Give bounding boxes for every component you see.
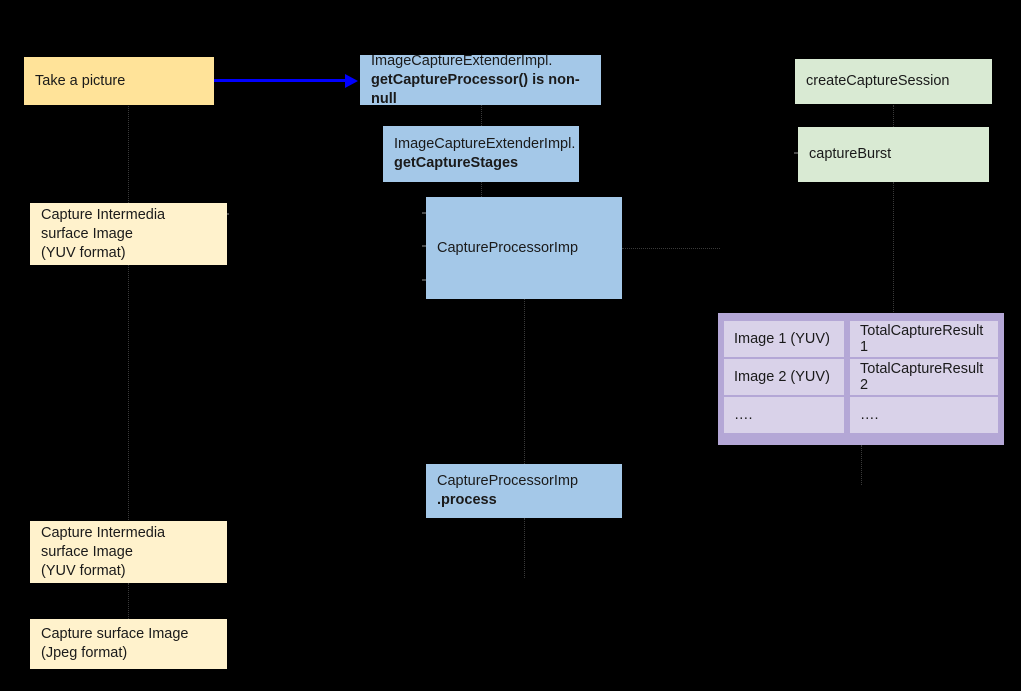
node-get-capture-processor-label: ImageCaptureExtenderImpl.getCaptureProce…	[371, 52, 580, 107]
edge-tick-processor-left-3	[422, 279, 428, 281]
connector-intermedia-bottom-down	[128, 583, 130, 619]
table-cell-result-more-label: ….	[860, 407, 879, 423]
table-row-image-2[interactable]: Image 2 (YUV)	[724, 359, 844, 395]
node-capture-surface-image-jpeg[interactable]: Capture surface Image(Jpeg format)	[30, 619, 227, 669]
node-capture-processor-imp[interactable]: CaptureProcessorImp	[426, 197, 622, 299]
table-row-result-2[interactable]: TotalCaptureResult 2	[850, 359, 998, 395]
node-capture-processor-imp-process[interactable]: CaptureProcessorImp.process	[426, 464, 622, 518]
edge-tick-burst-left	[794, 152, 800, 154]
table-row-result-more[interactable]: ….	[850, 397, 998, 433]
node-create-capture-session-label: createCaptureSession	[806, 73, 950, 89]
connector-processor-chain-1	[481, 104, 483, 126]
connector-processor-chain-3	[524, 299, 526, 464]
results-table: Image 1 (YUV) TotalCaptureResult 1 Image…	[718, 313, 1004, 445]
edge-tick-processor-left-1	[422, 212, 428, 214]
table-row-image-more[interactable]: ….	[724, 397, 844, 433]
node-capture-processor-imp-process-label: CaptureProcessorImp.process	[437, 473, 579, 508]
connector-session-burst	[893, 105, 895, 127]
table-cell-result-2-label: TotalCaptureResult 2	[860, 361, 984, 393]
connector-processor-chain-2	[481, 182, 483, 197]
table-cell-image-2-label: Image 2 (YUV)	[734, 369, 830, 385]
node-capture-burst-label: captureBurst	[809, 146, 892, 162]
node-take-a-picture[interactable]: Take a picture	[24, 57, 214, 105]
node-capture-surface-image-jpeg-label: Capture surface Image(Jpeg format)	[41, 626, 189, 661]
node-create-capture-session[interactable]: createCaptureSession	[795, 59, 992, 104]
arrow-take-picture-to-processor-line	[214, 79, 347, 82]
connector-burst-results	[893, 182, 895, 312]
arrow-take-picture-to-processor-head	[345, 74, 358, 88]
node-capture-processor-imp-label: CaptureProcessorImp	[437, 239, 579, 256]
connector-results-to-process	[622, 248, 720, 250]
edge-tick-processor-left-2	[422, 245, 428, 247]
node-get-capture-stages[interactable]: ImageCaptureExtenderImpl.getCaptureStage…	[383, 126, 579, 182]
node-capture-burst[interactable]: captureBurst	[798, 127, 989, 182]
table-row-image-1[interactable]: Image 1 (YUV)	[724, 321, 844, 357]
node-get-capture-stages-label: ImageCaptureExtenderImpl.getCaptureStage…	[394, 136, 576, 171]
node-get-capture-processor[interactable]: ImageCaptureExtenderImpl.getCaptureProce…	[360, 53, 601, 107]
table-cell-image-1-label: Image 1 (YUV)	[734, 331, 830, 347]
table-cell-image-more-label: ….	[734, 407, 753, 423]
table-cell-result-1-label: TotalCaptureResult 1	[860, 323, 984, 355]
connector-take-picture-down	[128, 104, 130, 203]
node-take-a-picture-label: Take a picture	[35, 72, 126, 89]
connector-process-down	[524, 518, 526, 578]
connector-intermedia-top-down	[128, 265, 130, 520]
table-row-result-1[interactable]: TotalCaptureResult 1	[850, 321, 998, 357]
connector-results-down	[861, 445, 863, 485]
